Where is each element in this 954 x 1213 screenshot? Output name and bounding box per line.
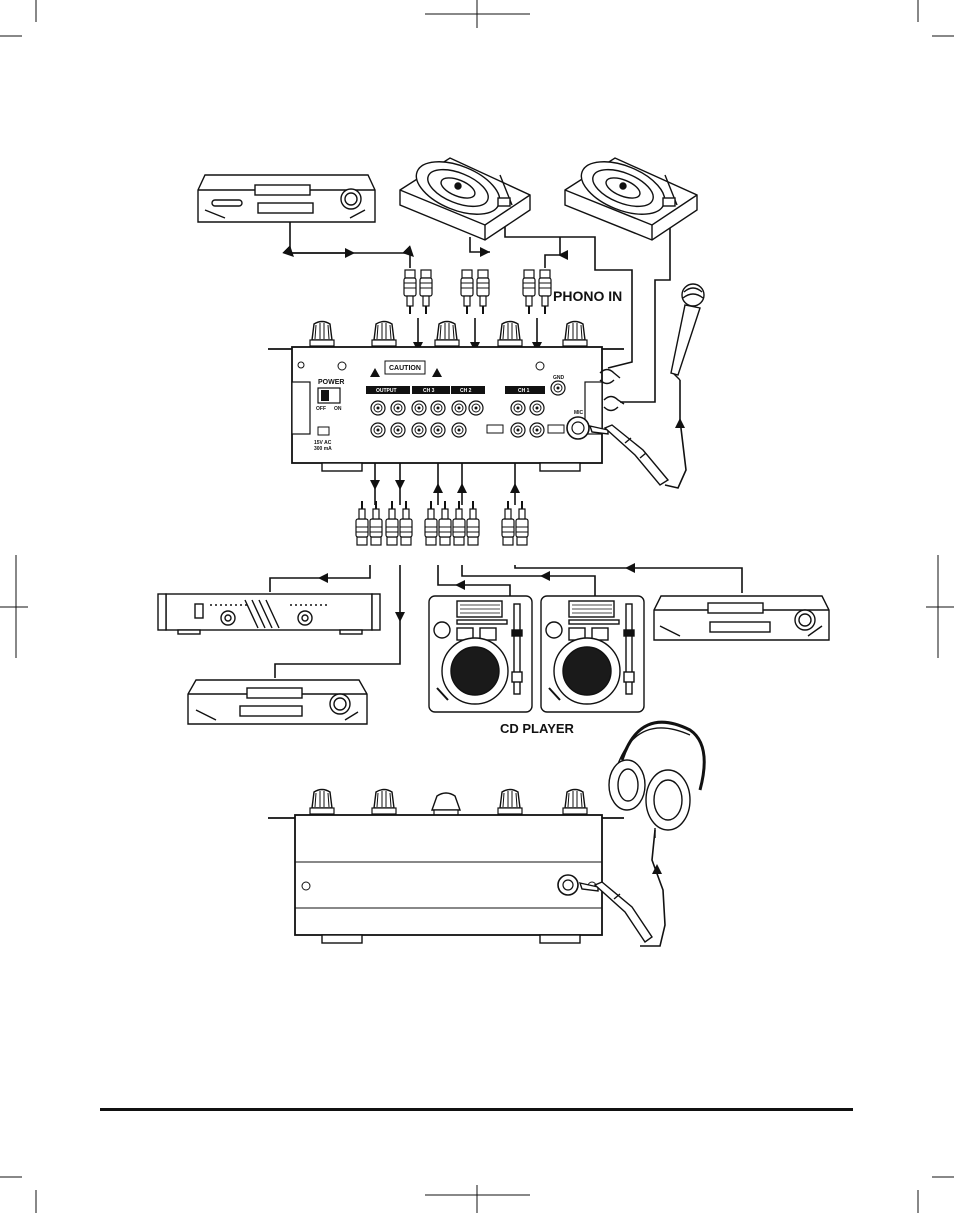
ch3-label: CH 3 [423, 388, 435, 394]
mixer-rear: CAUTION POWER OFF ON 15V AC 300 mA OUTPU… [268, 322, 624, 472]
rca-plugs-top [404, 270, 551, 314]
turntable-left [400, 151, 530, 240]
footer-rule [100, 1108, 853, 1111]
cd-player-right [541, 596, 644, 712]
phono-in-label: PHONO IN [553, 288, 622, 304]
headphones [609, 722, 704, 838]
mixer-front [268, 790, 624, 944]
mic-label: MIC [574, 410, 584, 416]
tape-deck-top-left [198, 175, 375, 222]
output-label: OUTPUT [376, 388, 397, 394]
power-off-label: OFF [316, 406, 326, 412]
gnd-spade-connectors [600, 370, 624, 411]
power-amplifier [158, 594, 380, 634]
ch2-label: CH 2 [460, 388, 472, 394]
gnd-label: GND [553, 375, 565, 381]
power-label: POWER [318, 379, 344, 386]
current-label: 300 mA [314, 446, 332, 452]
tape-deck-right [654, 596, 829, 640]
cd-player-label: CD PLAYER [500, 721, 575, 736]
ch1-label: CH 1 [518, 388, 530, 394]
turntable-right [565, 151, 697, 240]
tape-deck-bottom-left [188, 680, 367, 724]
cd-player-left [429, 596, 532, 712]
power-on-label: ON [334, 406, 342, 412]
caution-label: CAUTION [389, 365, 421, 372]
rca-plugs-bottom [356, 501, 528, 545]
microphone [671, 284, 704, 380]
